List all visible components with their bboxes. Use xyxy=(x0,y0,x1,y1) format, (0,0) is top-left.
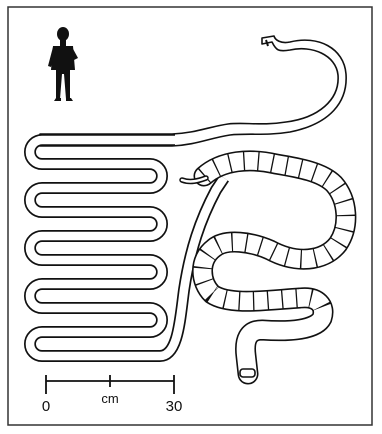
scale-unit-label: cm xyxy=(101,391,118,406)
rectum-end xyxy=(240,369,255,377)
scale-start-label: 0 xyxy=(42,398,50,415)
scale-end-label: 30 xyxy=(166,398,183,415)
